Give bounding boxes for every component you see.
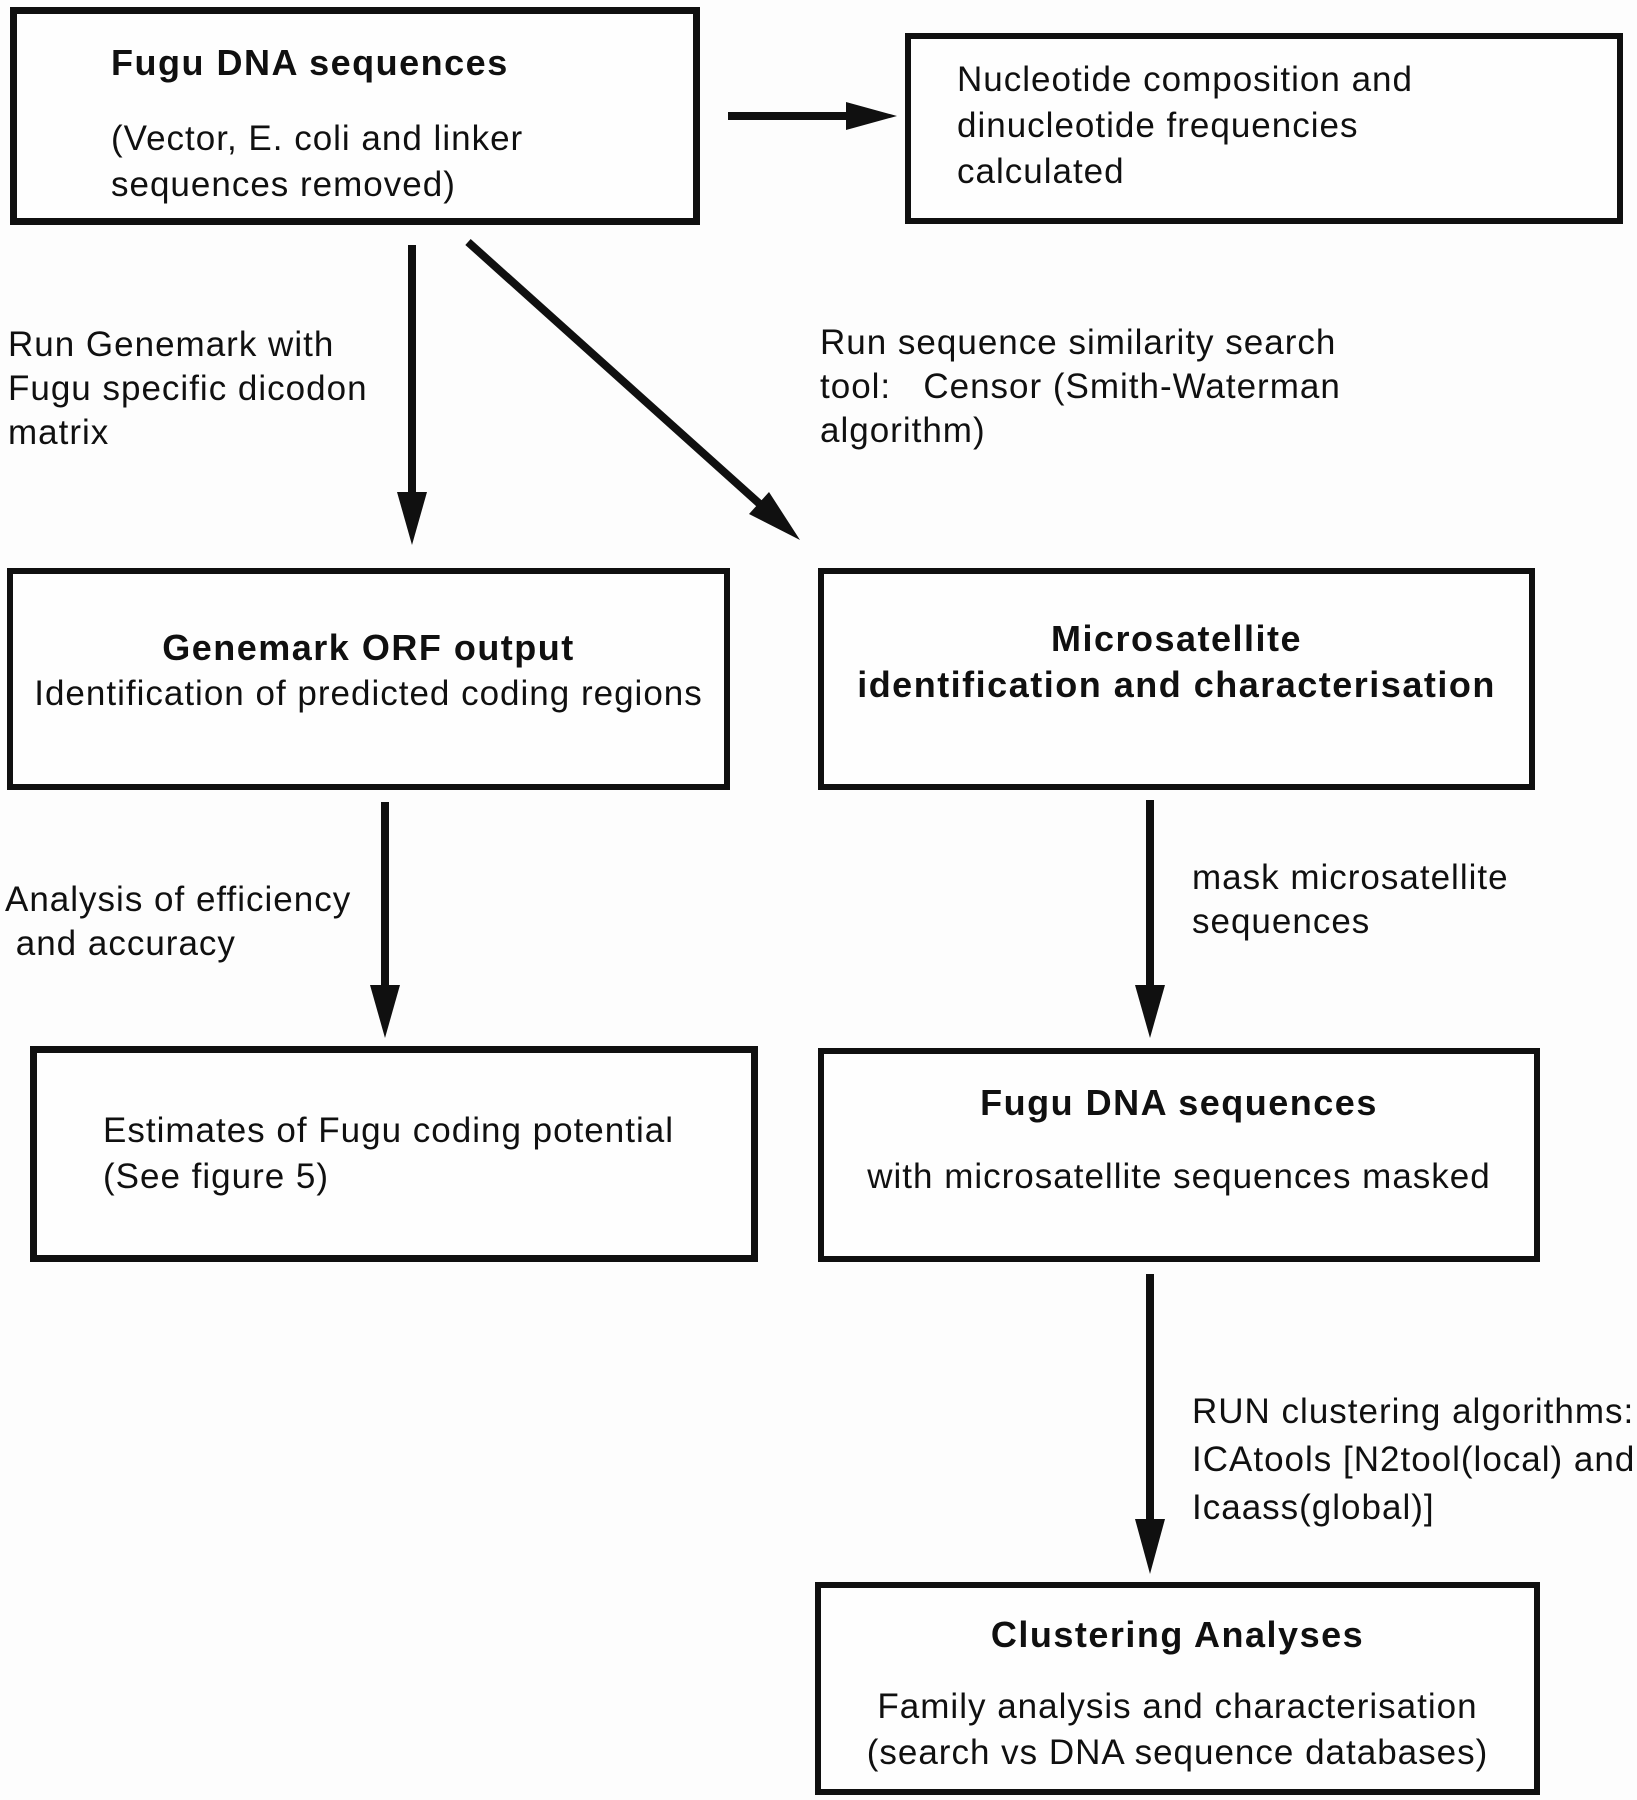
box-text-line: (search vs DNA sequence databases) xyxy=(866,1733,1489,1772)
label-mask-microsatellite: mask microsatellite sequences xyxy=(1192,856,1509,944)
box-text-line: (See figure 5) xyxy=(103,1157,330,1196)
box-text-line: (Vector, E. coli and linker xyxy=(111,119,524,158)
box-fugu-dna-sequences: Fugu DNA sequences (Vector, E. coli and … xyxy=(10,7,700,225)
label-line: ICAtools [N2tool(local) and xyxy=(1192,1440,1636,1479)
box-genemark-orf-output: Genemark ORF output Identification of pr… xyxy=(7,568,730,790)
box-text-line: dinucleotide frequencies xyxy=(957,106,1359,145)
box-title: Clustering Analyses xyxy=(990,1614,1365,1655)
arrow-diagonal-to-microsatellite-icon xyxy=(465,239,800,540)
label-line: Run Genemark with xyxy=(8,325,335,364)
arrow-right-icon xyxy=(728,102,897,130)
label-line: Fugu specific dicodon xyxy=(8,369,368,408)
box-title: Genemark ORF output xyxy=(162,627,575,668)
label-run-clustering: RUN clustering algorithms: ICAtools [N2t… xyxy=(1192,1388,1635,1532)
label-analysis-efficiency: Analysis of efficiency and accuracy xyxy=(5,878,351,966)
label-line: Run sequence similarity search xyxy=(820,323,1337,362)
box-title: Microsatellite xyxy=(1050,618,1303,659)
box-title: Fugu DNA sequences xyxy=(980,1082,1378,1123)
box-text-line: with microsatellite sequences masked xyxy=(867,1157,1491,1196)
label-line: Analysis of efficiency xyxy=(5,880,352,919)
box-text-line: Estimates of Fugu coding potential xyxy=(103,1111,674,1150)
arrow-down-to-estimates-icon xyxy=(370,802,400,1038)
spacer xyxy=(824,1126,1534,1154)
box-text-line: sequences removed) xyxy=(111,165,456,204)
box-title: identification and characterisation xyxy=(857,664,1496,705)
box-estimates-coding-potential: Estimates of Fugu coding potential (See … xyxy=(30,1046,758,1262)
box-microsatellite-identification: Microsatellite identification and charac… xyxy=(818,568,1535,790)
label-line: tool: Censor (Smith-Waterman xyxy=(820,367,1341,406)
box-fugu-dna-masked: Fugu DNA sequences with microsatellite s… xyxy=(818,1048,1540,1262)
box-text-line: Family analysis and characterisation xyxy=(877,1687,1478,1726)
label-line: RUN clustering algorithms: xyxy=(1192,1392,1635,1431)
label-line: matrix xyxy=(8,413,110,452)
label-run-censor: Run sequence similarity search tool: Cen… xyxy=(820,321,1341,453)
box-text-line: calculated xyxy=(957,152,1125,191)
spacer xyxy=(821,1658,1534,1684)
box-clustering-analyses: Clustering Analyses Family analysis and … xyxy=(815,1582,1540,1795)
label-line: sequences xyxy=(1192,902,1371,941)
label-line: algorithm) xyxy=(820,411,986,450)
arrow-down-to-masked-icon xyxy=(1135,800,1165,1038)
box-title: Fugu DNA sequences xyxy=(111,42,509,83)
box-nucleotide-composition: Nucleotide composition and dinucleotide … xyxy=(905,33,1623,224)
box-text-line: Identification of predicted coding regio… xyxy=(34,674,703,713)
label-line: and accuracy xyxy=(5,924,236,963)
box-text-line: Nucleotide composition and xyxy=(957,60,1413,99)
arrow-down-to-clustering-icon xyxy=(1135,1274,1165,1574)
spacer xyxy=(111,86,693,116)
arrow-down-to-genemark-icon xyxy=(397,245,427,545)
label-line: Icaass(global)] xyxy=(1192,1488,1435,1527)
label-run-genemark: Run Genemark with Fugu specific dicodon … xyxy=(8,323,368,455)
label-line: mask microsatellite xyxy=(1192,858,1509,897)
